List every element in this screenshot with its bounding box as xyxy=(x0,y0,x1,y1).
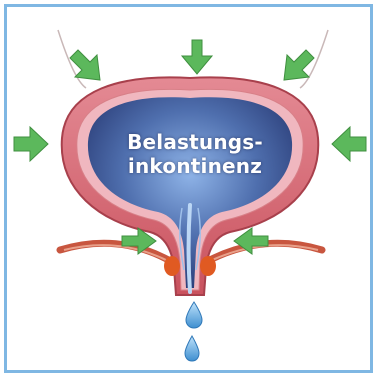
urine-stream xyxy=(189,205,191,292)
water-drop-icon xyxy=(185,336,199,361)
sphincter-left xyxy=(164,256,180,276)
diagram-label: Belastungs- inkontinenz xyxy=(120,130,270,178)
label-line-1: Belastungs- xyxy=(120,130,270,154)
green-arrow-icon xyxy=(182,40,212,74)
water-drop-icon xyxy=(186,302,202,328)
label-line-2: inkontinenz xyxy=(120,154,270,178)
sphincter-right xyxy=(200,256,216,276)
green-arrow-icon xyxy=(332,127,366,161)
green-arrow-icon xyxy=(14,127,48,161)
green-arrow-icon xyxy=(70,50,100,80)
